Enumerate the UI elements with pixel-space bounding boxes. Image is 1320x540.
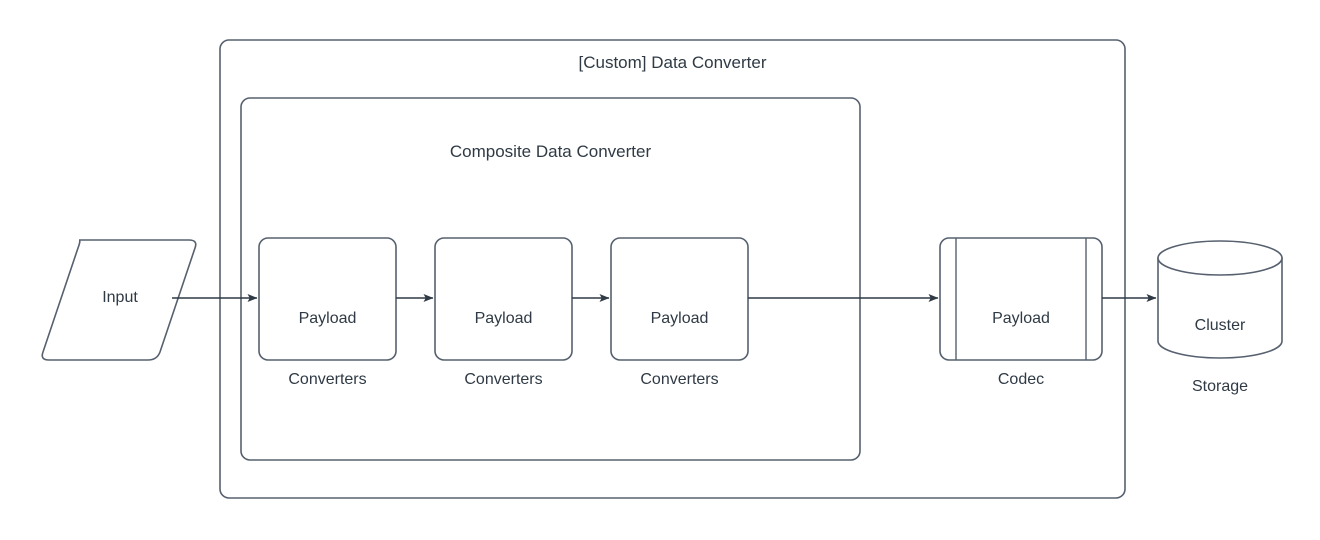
node-payload-converters-1-shape xyxy=(258,237,397,361)
node-payload-converters-2-shape xyxy=(434,237,573,361)
node-cluster-storage-shape xyxy=(1157,240,1283,359)
node-payload-converters-3-shape xyxy=(610,237,749,361)
node-input-shape xyxy=(41,239,197,361)
node-payload-codec-shape xyxy=(939,237,1103,361)
